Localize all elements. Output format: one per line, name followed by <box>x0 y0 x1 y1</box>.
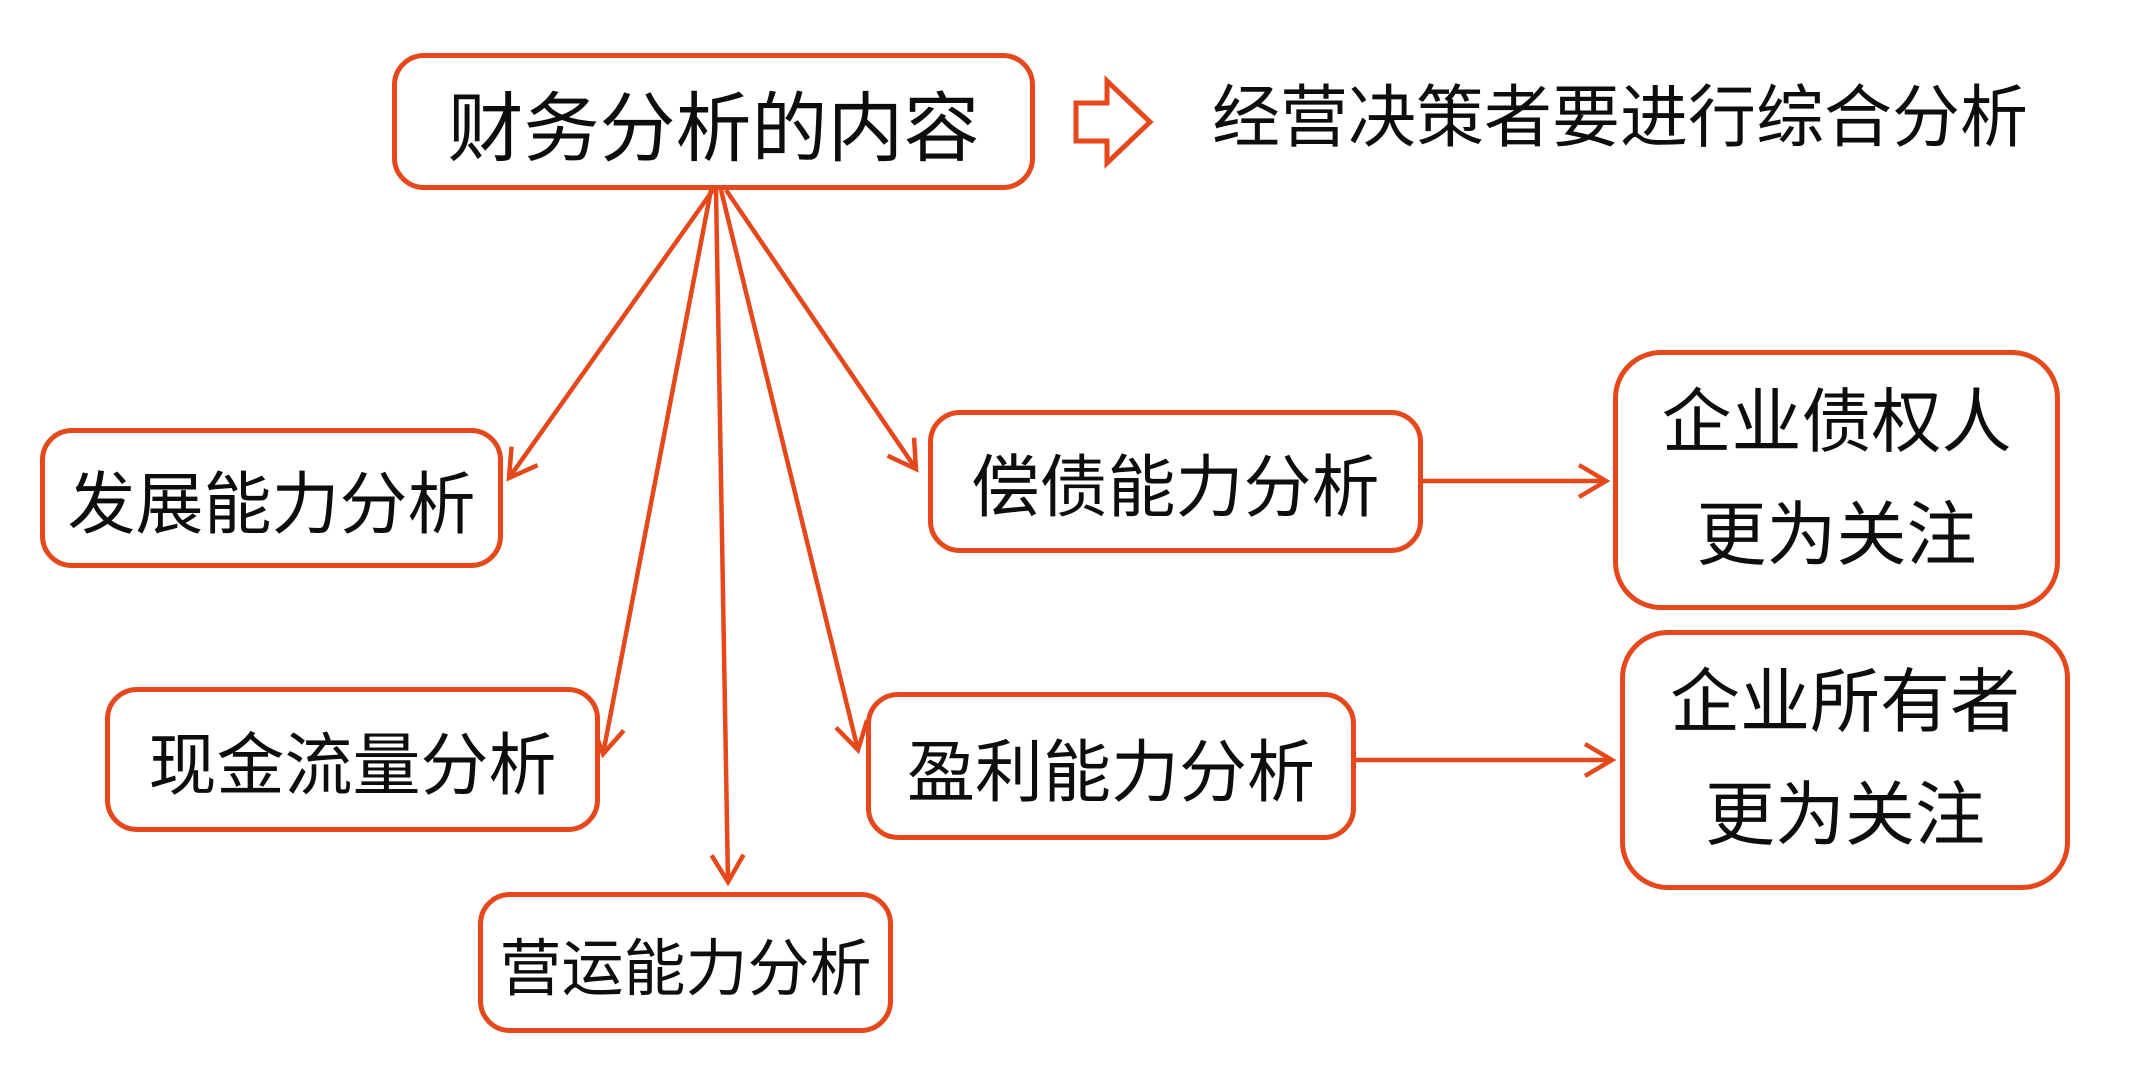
note-owners-line1: 企业所有者 <box>1670 664 2020 742</box>
node-profitability-analysis: 盈利能力分析 <box>866 692 1356 840</box>
node-solvency-label: 偿债能力分析 <box>971 450 1380 526</box>
node-root: 财务分析的内容 <box>392 53 1035 190</box>
note-creditors: 企业债权人 更为关注 <box>1613 350 2060 610</box>
node-operating-analysis: 营运能力分析 <box>478 892 893 1033</box>
node-profitability-label: 盈利能力分析 <box>906 734 1315 811</box>
annotation-text: 经营决策者要进行综合分析 <box>1212 80 2029 156</box>
node-operating-label: 营运能力分析 <box>499 935 872 1004</box>
node-solvency-analysis: 偿债能力分析 <box>928 410 1423 553</box>
note-creditors-line2: 更为关注 <box>1696 498 1977 575</box>
edge-root-to-cash-flow <box>590 189 714 759</box>
node-development-label: 发展能力分析 <box>67 466 476 543</box>
edge-root-to-operating <box>709 189 746 887</box>
node-cash-flow-analysis: 现金流量分析 <box>105 687 600 832</box>
node-cash-flow-label: 现金流量分析 <box>148 728 557 804</box>
node-root-label: 财务分析的内容 <box>447 87 980 172</box>
note-owners: 企业所有者 更为关注 <box>1620 630 2070 890</box>
edge-root-to-development <box>506 188 715 482</box>
note-creditors-line1: 企业债权人 <box>1661 384 2012 462</box>
note-owners-line2: 更为关注 <box>1705 778 1985 855</box>
edge-root-to-solvency <box>724 188 919 473</box>
edge-root-to-profitability <box>718 189 870 755</box>
node-development-analysis: 发展能力分析 <box>40 428 503 568</box>
block-arrow-icon <box>1073 75 1154 169</box>
